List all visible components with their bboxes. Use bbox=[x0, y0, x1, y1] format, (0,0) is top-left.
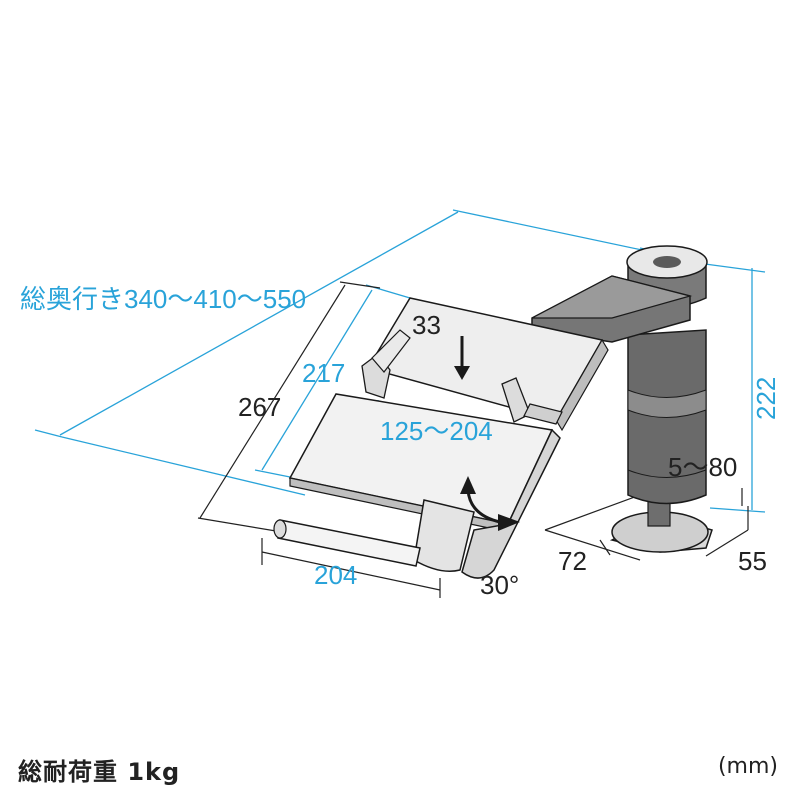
tray-width-label: 204 bbox=[314, 560, 357, 590]
unit-label: (mm) bbox=[717, 754, 778, 779]
tray-depth-black-label: 267 bbox=[238, 392, 281, 422]
stopper-range-label: 125～204 bbox=[380, 416, 493, 446]
stopper-height-label: 33 bbox=[412, 310, 441, 340]
blue-dimension-lines bbox=[34, 209, 766, 513]
tray-depth-blue-label: 217 bbox=[302, 358, 345, 388]
tilt-arrow bbox=[460, 476, 520, 531]
total-depth-label: 総奥行き340～410～550 bbox=[20, 284, 306, 314]
black-dimension-lines bbox=[197, 281, 749, 598]
clamp-width-label: 55 bbox=[738, 546, 767, 576]
clamp-range-label: 5～80 bbox=[668, 452, 737, 482]
load-capacity-label: 総耐荷重 1kg bbox=[18, 758, 181, 786]
pole-height-label: 222 bbox=[751, 377, 781, 420]
clamp-depth-label: 72 bbox=[558, 546, 587, 576]
tray-assembly bbox=[273, 297, 609, 579]
pole-assembly bbox=[531, 245, 713, 553]
tilt-angle-label: 30° bbox=[480, 570, 519, 600]
slide-down-arrow bbox=[454, 336, 470, 380]
